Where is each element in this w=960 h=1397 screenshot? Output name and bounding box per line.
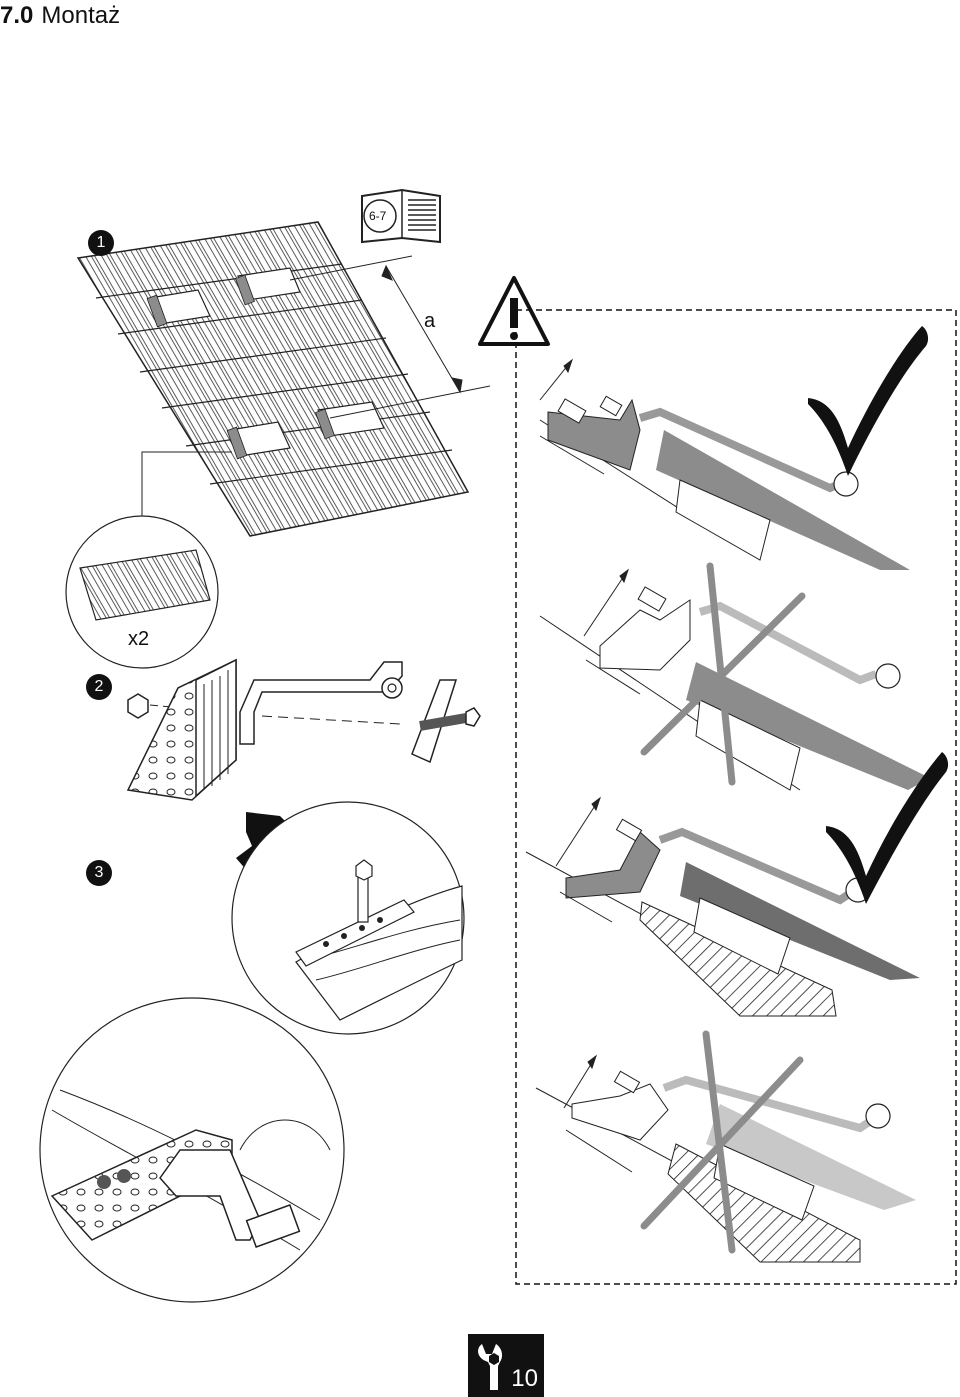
- checkmark-icon: [808, 326, 929, 476]
- cross-out-icon: [640, 562, 806, 786]
- page-number-box: 10: [468, 1334, 544, 1397]
- step-1-badge: 1: [88, 230, 114, 256]
- mounting-variant-wrong-1: [539, 568, 930, 791]
- roof-hook-exploded-drawing: [126, 658, 481, 801]
- warning-triangle-icon: [478, 276, 550, 346]
- cross-out-icon: [640, 1030, 804, 1254]
- mounting-variant-wrong-2: [535, 1054, 916, 1263]
- quantity-label: x2: [128, 628, 150, 650]
- dimension-label: a: [424, 310, 436, 332]
- page-number: 10: [511, 1365, 538, 1392]
- mounting-variant-correct-2: [525, 796, 920, 1017]
- hook-closeup-circle: [39, 997, 345, 1303]
- checkmark-icon: [826, 752, 949, 904]
- step-3-badge: 3: [86, 860, 112, 886]
- wrench-icon: [478, 1344, 503, 1390]
- warning-dashed-frame: [515, 309, 957, 1285]
- manual-page-ref: 6-7: [369, 209, 387, 223]
- mounting-detail-circle: [231, 801, 465, 1035]
- section-number: 7.0: [0, 2, 34, 29]
- dimension-a-lines: [289, 255, 491, 419]
- section-title: Montaż: [41, 2, 121, 29]
- tile-detail-callout: [65, 451, 232, 669]
- roof-tiles-drawing: [76, 221, 470, 537]
- page-title: 7.0 Montaż: [0, 0, 120, 32]
- step-2-badge: 2: [86, 674, 112, 700]
- mounting-variant-correct-1: [539, 358, 910, 570]
- manual-book-icon: [361, 188, 441, 244]
